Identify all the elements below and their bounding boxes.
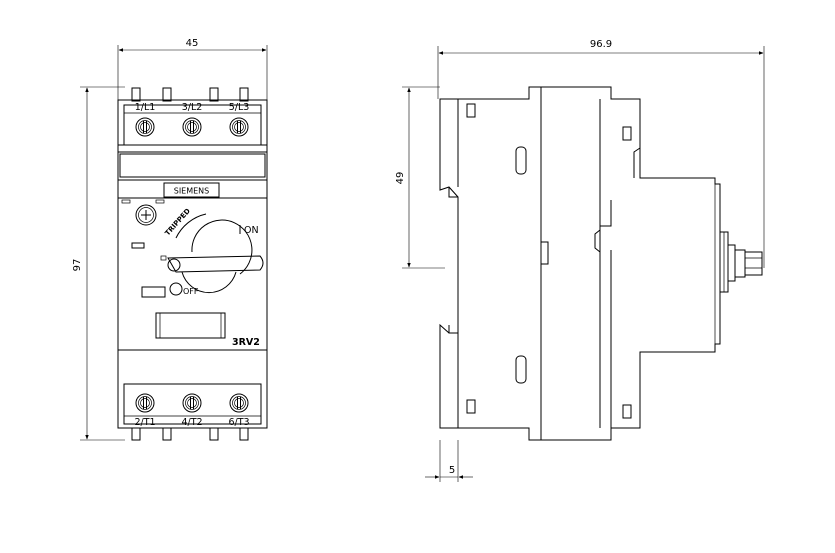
top-terminal-labels: 1/L1 3/L2 5/L3 xyxy=(135,102,250,113)
rotary-knob xyxy=(167,219,264,294)
bottom-terminal-labels: 2/T1 4/T2 6/T3 xyxy=(134,417,249,428)
off-label: OFF xyxy=(183,287,199,296)
side-profile-outline xyxy=(439,86,721,441)
terminal-label-2-t1: 2/T1 xyxy=(134,417,155,428)
side-slot xyxy=(515,355,527,384)
dimension-rail-height: 49 xyxy=(395,86,445,269)
brand-plate xyxy=(163,182,220,198)
bottom-clips xyxy=(131,427,249,441)
bottom-screws xyxy=(135,393,249,413)
terminal-label-4-t2: 4/T2 xyxy=(181,417,202,428)
side-knob xyxy=(719,231,763,293)
side-slot xyxy=(515,146,527,175)
side-slot xyxy=(622,404,632,419)
screw-icon xyxy=(182,393,202,413)
brand-logo: SIEMENS xyxy=(174,187,210,196)
screw-icon xyxy=(135,117,155,137)
terminal-label-6-t3: 6/T3 xyxy=(228,417,249,428)
dimension-width-label: 45 xyxy=(186,38,199,49)
bottom-terminal-block xyxy=(123,383,262,425)
dimension-rail-offset: 5 xyxy=(425,440,473,482)
side-slot xyxy=(466,103,476,118)
front-view: 45 97 1/L1 3/L2 xyxy=(72,38,268,441)
screw-icon xyxy=(229,393,249,413)
indicator-window xyxy=(131,242,145,249)
dimension-height-label: 97 xyxy=(72,259,83,272)
dimension-height: 97 xyxy=(72,86,125,441)
terminal-label-3-l2: 3/L2 xyxy=(182,102,203,113)
knob-pivot xyxy=(167,258,181,272)
screw-icon xyxy=(182,117,202,137)
dimension-rail-offset-label: 5 xyxy=(449,465,455,476)
on-label: ON xyxy=(244,225,259,236)
dimension-depth: 96.9 xyxy=(437,39,765,268)
model-window xyxy=(155,312,226,339)
terminal-label-1-l1: 1/L1 xyxy=(135,102,156,113)
breaker-body xyxy=(117,99,268,429)
off-window xyxy=(141,286,166,298)
dimension-width: 45 xyxy=(117,38,268,100)
side-view: 96.9 49 5 xyxy=(395,39,765,482)
dimension-rail-height-label: 49 xyxy=(395,172,406,185)
knob-handle xyxy=(167,255,264,273)
model-label: 3RV2 xyxy=(232,337,260,348)
screw-icon xyxy=(229,117,249,137)
screw-icon xyxy=(135,393,155,413)
adjust-screw-icon xyxy=(135,204,157,226)
dimension-depth-label: 96.9 xyxy=(590,39,612,50)
off-circle xyxy=(169,282,183,296)
side-slot xyxy=(622,126,632,141)
top-screws xyxy=(135,117,249,137)
side-slot xyxy=(466,399,476,414)
top-clips xyxy=(131,87,249,102)
label-slot xyxy=(119,153,266,178)
terminal-label-5-l3: 5/L3 xyxy=(229,102,250,113)
